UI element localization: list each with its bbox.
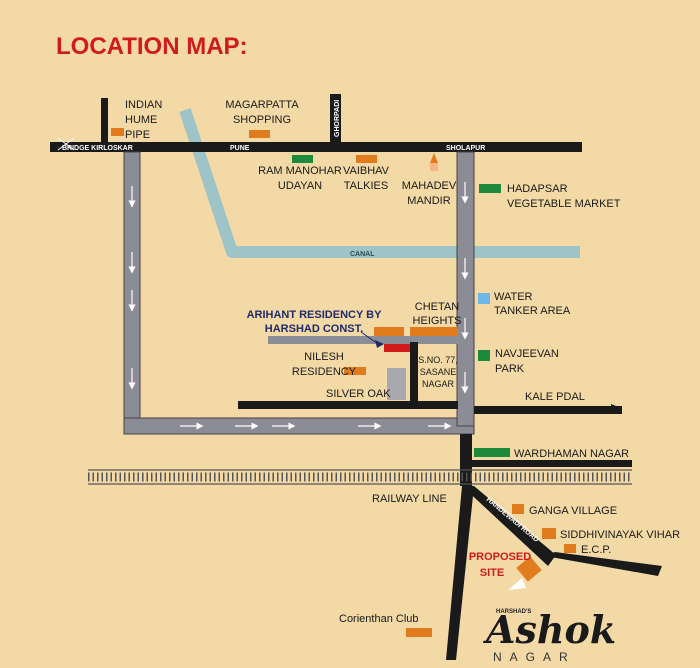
tanker-area-label: TANKER AREA (494, 305, 571, 317)
nilesh-label: NILESH (304, 351, 344, 363)
ashok-nagar-logo: HARSHAD'S Ashok NAGAR (483, 607, 616, 664)
logo-ashok: Ashok (483, 607, 616, 652)
water-tanker-marker[interactable] (478, 293, 490, 304)
ecp-label: E.C.P. (581, 544, 611, 556)
pune-sholapur-road (50, 142, 582, 152)
south-road (446, 486, 474, 660)
corienthan-club-label: Corienthan Club (339, 613, 419, 625)
wardhaman-nagar-label: WARDHAMAN NAGAR (514, 448, 629, 460)
arihant-label-2: HARSHAD CONST. (265, 323, 363, 335)
arihant-residency-marker[interactable] (374, 327, 404, 336)
hume-label: HUME (125, 114, 157, 126)
magarpatta-label: MAGARPATTA (225, 99, 299, 111)
handewadi-road (462, 486, 556, 566)
hadapsar-label: HADAPSAR (507, 183, 568, 195)
ganga-village-label: GANGA VILLAGE (529, 505, 617, 517)
sasane-label: SASANE (420, 367, 457, 377)
water-label: WATER (494, 291, 533, 303)
pune-label: PUNE (230, 145, 250, 152)
bottom-grey-road (123, 417, 475, 435)
temple-base-icon (430, 163, 438, 171)
sasane-nagar-road (410, 342, 418, 404)
heights-label: HEIGHTS (413, 315, 462, 327)
hadapsar-market-marker[interactable] (479, 184, 501, 193)
kale-pdal-arrow-icon (611, 404, 621, 412)
nilesh-residency-marker[interactable] (344, 367, 366, 375)
ghorpadi-label: GHORPADI (334, 100, 341, 137)
nagar-label: NAGAR (422, 379, 455, 389)
temple-icon (430, 153, 438, 163)
kale-pdal-road (474, 406, 622, 414)
mahadev-label: MAHADEV (402, 180, 457, 192)
silver-oak-block[interactable] (387, 368, 406, 400)
ecp-marker[interactable] (564, 544, 576, 553)
wardhaman-nagar-road (472, 460, 632, 467)
proposed-site-marker[interactable] (516, 556, 542, 582)
bridge-kirloskar-label: BRIDGE KIRLOSKAR (62, 145, 133, 152)
indian-label: INDIAN (125, 99, 162, 111)
udayan-label: UDAYAN (278, 180, 322, 192)
residency-label: RESIDENCY (292, 366, 357, 378)
arihant-lane (268, 336, 458, 344)
silver-oak-road (238, 401, 458, 409)
arihant-site-block[interactable] (384, 344, 410, 352)
siddhivinayak-vihar-marker[interactable] (542, 528, 556, 539)
navjeevan-park-marker[interactable] (478, 350, 490, 361)
map-title: LOCATION MAP: (56, 33, 248, 60)
vegetable-market-label: VEGETABLE MARKET (507, 198, 621, 210)
arihant-pointer-line (360, 331, 379, 345)
ecp-road (545, 552, 662, 576)
proposed-label: PROPOSED (469, 551, 531, 563)
arihant-label-1: ARIHANT RESIDENCY BY (247, 309, 383, 321)
ram-manohar-label: RAM MANOHAR (258, 165, 342, 177)
logo-nagar: NAGAR (493, 650, 576, 664)
bridge-arrow-icon (65, 137, 75, 151)
site-label: SITE (480, 567, 504, 579)
canal-label: CANAL (350, 251, 375, 258)
logo-harshads: HARSHAD'S (496, 609, 531, 615)
wardhaman-nagar-marker[interactable] (474, 448, 510, 457)
chetan-heights-marker[interactable] (410, 327, 458, 336)
pointer-icon (375, 340, 384, 348)
vaibhav-talkies-marker[interactable] (356, 155, 377, 163)
silver-oak-label: SILVER OAK (326, 388, 391, 400)
shopping-label: SHOPPING (233, 114, 291, 126)
talkies-label: TALKIES (344, 180, 388, 192)
chetan-label: CHETAN (415, 301, 459, 313)
indian-hume-pipe-marker[interactable] (111, 128, 124, 136)
right-grey-road (456, 151, 475, 427)
ram-manohar-udayan-marker[interactable] (292, 155, 313, 163)
corienthan-club-marker[interactable] (406, 628, 432, 637)
park-label: PARK (495, 363, 525, 375)
pipe-label: PIPE (125, 129, 150, 141)
railway-line-label: RAILWAY LINE (372, 493, 447, 505)
handewadi-road-label: HANDEWADI ROAD (485, 496, 540, 544)
vaibhav-label: VAIBHAV (343, 165, 390, 177)
mandir-label: MANDIR (407, 195, 450, 207)
site-pointer-icon (508, 578, 526, 590)
ganga-village-marker[interactable] (512, 504, 524, 514)
sno77-label: S.NO. 77, (418, 355, 458, 365)
railway-line (88, 469, 632, 485)
magarpatta-shopping-marker[interactable] (249, 130, 270, 138)
hume-pipe-road (101, 98, 108, 144)
kale-pdal-label: KALE PDAL (525, 391, 585, 403)
sholapur-label: SHOLAPUR (446, 145, 485, 152)
siddhivinayak-label: SIDDHIVINAYAK VIHAR (560, 529, 680, 541)
navjeevan-label: NAVJEEVAN (495, 348, 559, 360)
ghorpadi-road (330, 94, 341, 144)
